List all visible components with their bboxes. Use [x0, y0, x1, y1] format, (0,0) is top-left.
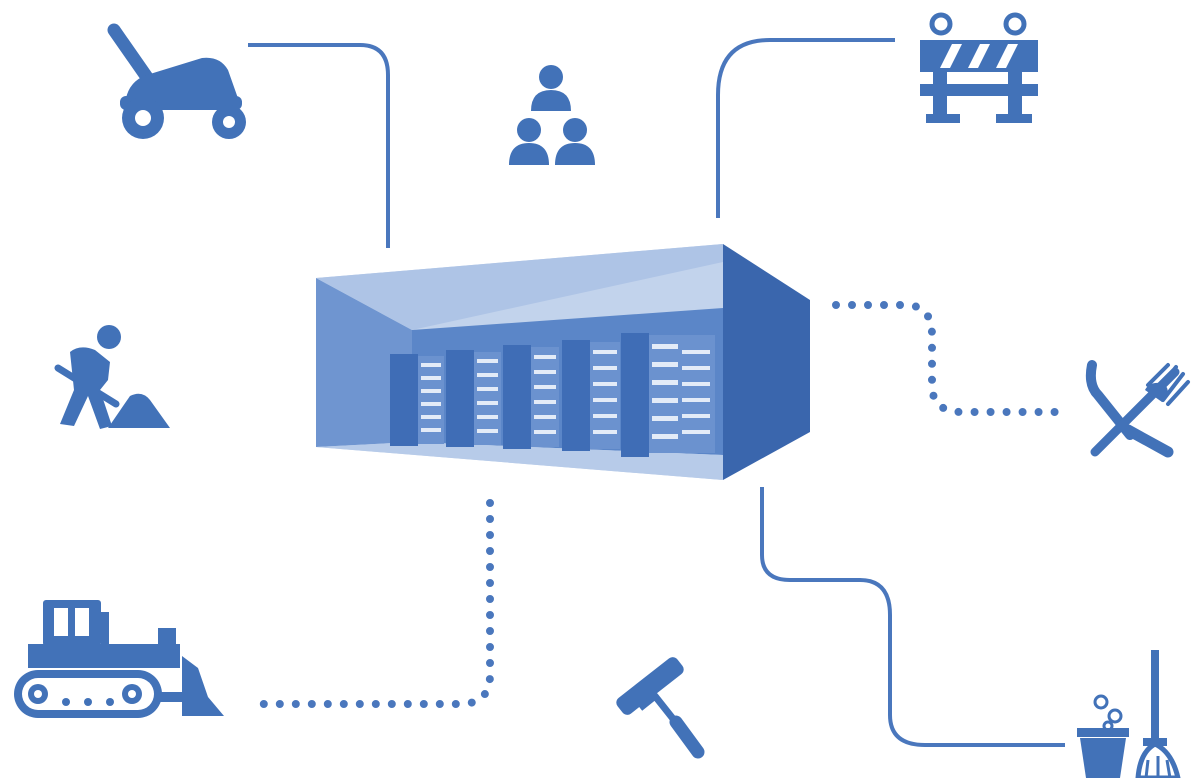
data-center-icon [316, 244, 810, 480]
connector-cleaning [760, 487, 1065, 747]
server-rack [562, 340, 620, 451]
paint-roller-icon [616, 657, 705, 759]
server-rack [503, 345, 559, 449]
connector-restaurant [832, 301, 1062, 416]
lawn-mower-icon [107, 23, 246, 139]
restaurant-icon [1085, 360, 1190, 458]
construction-worker-icon [54, 325, 170, 429]
connector-lawn-mower [248, 43, 390, 248]
server-rack [446, 350, 501, 447]
connector-bulldozer [254, 499, 494, 708]
road-barrier-icon [920, 12, 1038, 123]
team-icon [509, 65, 595, 165]
cleaning-icon [1077, 650, 1181, 778]
connector-road-barrier [716, 38, 895, 218]
server-rack [390, 354, 444, 446]
server-rack [621, 333, 715, 457]
bulldozer-icon [14, 600, 224, 718]
